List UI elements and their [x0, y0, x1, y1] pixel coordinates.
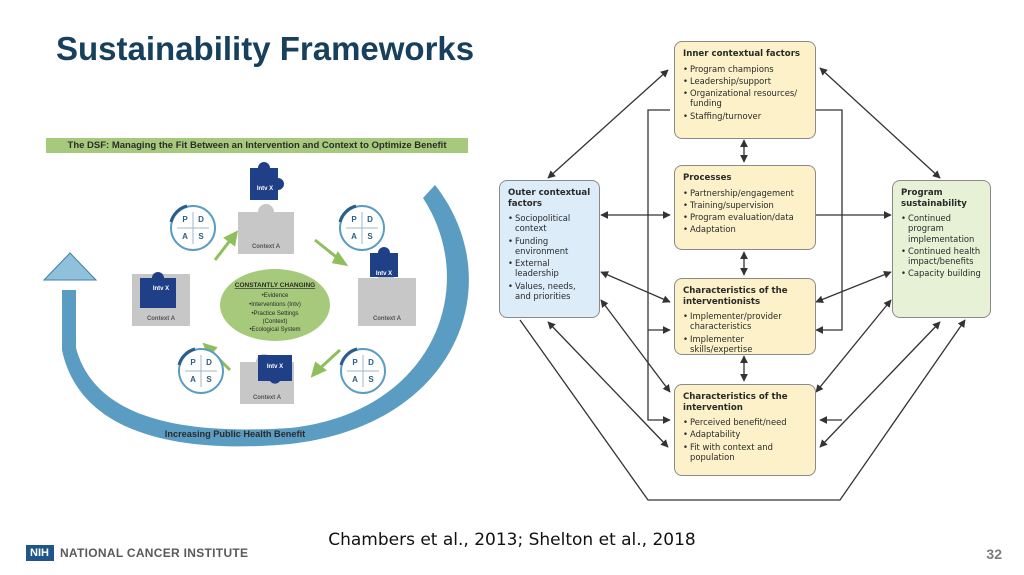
box-title: Processes [683, 173, 732, 183]
intervention-box: Characteristics of the intervention Perc… [674, 384, 816, 476]
box-item: Program champions [683, 64, 807, 75]
box-item: Continued health impact/benefits [901, 246, 982, 267]
interventionists-box: Characteristics of the interventionists … [674, 278, 816, 355]
inner-contextual-factors-box: Inner contextual factors Program champio… [674, 41, 816, 139]
center-item: (Context) [263, 319, 288, 325]
box-title: Inner contextual factors [683, 49, 801, 59]
center-item: •Evidence [262, 293, 289, 299]
svg-text:S: S [198, 232, 204, 241]
box-item: Perceived benefit/need [683, 417, 807, 428]
bottom-context-puzzle: Intv X Context A [240, 354, 294, 404]
context-label: Context A [253, 395, 282, 401]
center-title: CONSTANTLY CHANGING [235, 282, 315, 289]
svg-text:S: S [368, 375, 374, 384]
box-item: Staffing/turnover [683, 111, 807, 122]
nci-logo: NIH NATIONAL CANCER INSTITUTE [26, 545, 248, 561]
context-label: Context A [252, 244, 281, 250]
box-item: Sociopolitical context [508, 213, 591, 234]
intv-label: Intv X [267, 364, 283, 370]
context-label: Context A [147, 316, 176, 322]
pdsa-cycle: P D A S [177, 347, 225, 395]
box-item: Capacity building [901, 268, 982, 279]
svg-text:D: D [368, 358, 374, 367]
box-title: Outer contextual factors [508, 188, 591, 209]
svg-text:D: D [367, 215, 373, 224]
processes-box: Processes Partnership/engagement Trainin… [674, 165, 816, 250]
box-item: External leadership [508, 258, 591, 279]
citation: Chambers et al., 2013; Shelton et al., 2… [328, 530, 696, 550]
box-title: Characteristics of the intervention [683, 392, 788, 413]
top-intv-puzzle: Intv X [250, 162, 284, 200]
box-item: Adaptation [683, 224, 807, 235]
arrow-head [42, 252, 98, 281]
left-context-puzzle: Intv X Context A [132, 272, 190, 326]
svg-text:P: P [182, 215, 188, 224]
box-item: Program evaluation/data [683, 212, 807, 223]
box-title: Characteristics of the interventionists [683, 286, 788, 307]
box-item: Funding environment [508, 236, 591, 257]
pdsa-cycle: P D A S [169, 204, 217, 252]
nih-logo-mark: NIH [26, 545, 54, 561]
svg-text:P: P [190, 358, 196, 367]
svg-text:S: S [367, 232, 373, 241]
center-item: •Ecological System [249, 327, 300, 333]
svg-text:A: A [190, 375, 196, 384]
svg-text:A: A [351, 232, 357, 241]
intv-label: Intv X [376, 271, 392, 277]
center-item: •Interventions (Intv) [249, 302, 301, 308]
top-context-puzzle: Context A [238, 204, 294, 254]
pdsa-cycle: P D A S [338, 204, 386, 252]
svg-text:D: D [198, 215, 204, 224]
dsf-diagram: Increasing Public Health Benefit CONSTAN… [42, 162, 469, 447]
box-item: Fit with context and population [683, 442, 807, 463]
page-number: 32 [986, 546, 1002, 562]
intv-label: Intv X [257, 186, 273, 192]
svg-text:P: P [351, 215, 357, 224]
svg-text:P: P [352, 358, 358, 367]
dsf-banner: The DSF: Managing the Fit Between an Int… [46, 138, 468, 153]
constantly-changing-ellipse [220, 269, 330, 341]
institute-name: NATIONAL CANCER INSTITUTE [59, 546, 249, 560]
box-title: Program sustainability [901, 188, 967, 209]
box-item: Values, needs, and priorities [508, 281, 591, 302]
box-item: Organizational resources/ funding [683, 88, 807, 109]
svg-text:A: A [182, 232, 188, 241]
pdsa-cycle: P D A S [339, 347, 387, 395]
box-item: Adaptability [683, 429, 807, 440]
svg-text:S: S [206, 375, 212, 384]
box-item: Implementer skills/expertise [683, 334, 807, 355]
dsf-bottom-label: Increasing Public Health Benefit [165, 429, 305, 439]
center-item: •Practice Settings [251, 311, 298, 317]
intv-label: Intv X [153, 286, 169, 292]
box-item: Leadership/support [683, 76, 807, 87]
program-sustainability-box: Program sustainability Continued program… [892, 180, 991, 318]
box-item: Implementer/provider characteristics [683, 311, 807, 332]
svg-text:A: A [352, 375, 358, 384]
slide-title: Sustainability Frameworks [56, 30, 475, 67]
context-label: Context A [373, 316, 402, 322]
box-item: Partnership/engagement [683, 188, 807, 199]
right-context-puzzle: Intv X Context A [358, 247, 416, 326]
svg-text:D: D [206, 358, 212, 367]
box-item: Training/supervision [683, 200, 807, 211]
box-item: Continued program implementation [901, 213, 982, 244]
outer-contextual-factors-box: Outer contextual factors Sociopolitical … [499, 180, 600, 318]
